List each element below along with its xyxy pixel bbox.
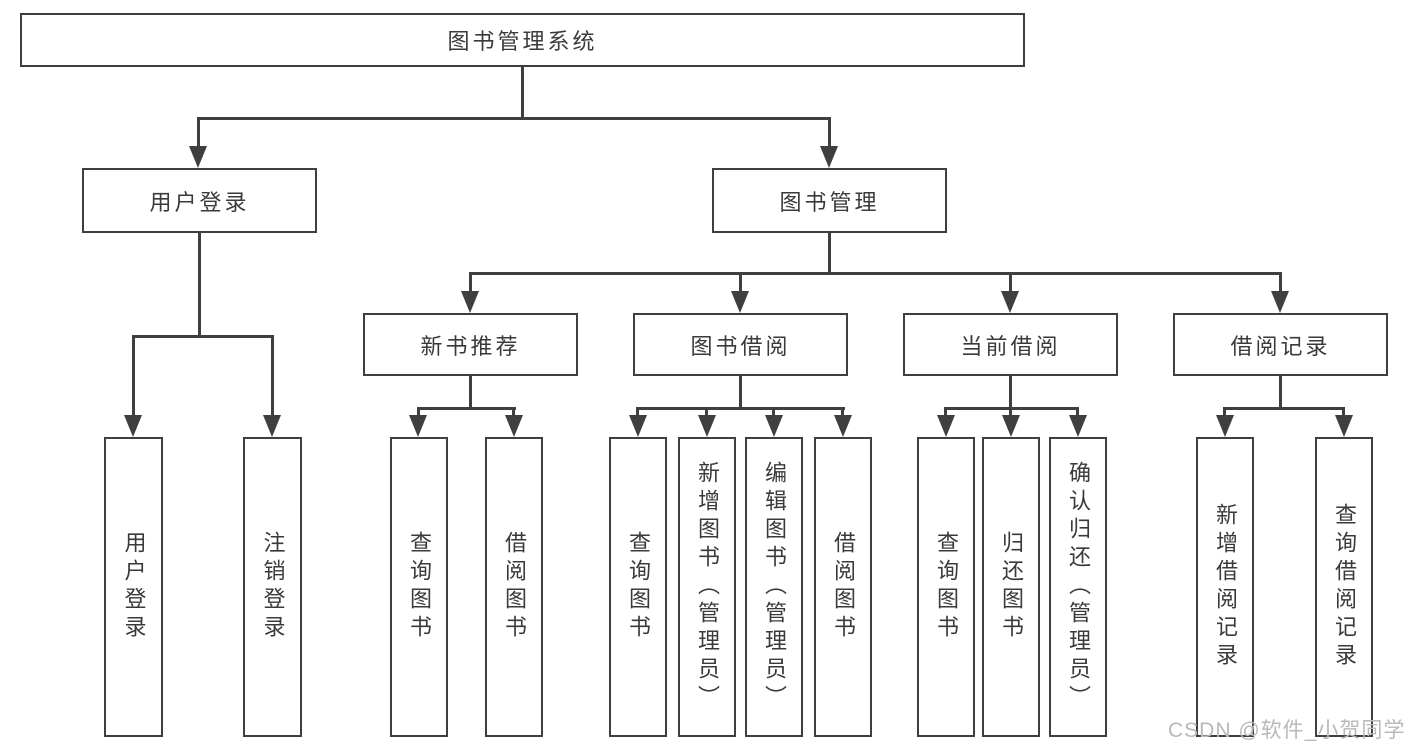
connector-line: [417, 407, 516, 410]
connector-line: [198, 117, 831, 120]
arrow-down-icon: [1002, 415, 1020, 437]
connector-line: [828, 117, 831, 147]
arrow-down-icon: [1271, 291, 1289, 313]
node-query-book-1: 查询图书: [390, 437, 448, 737]
node-label: 查询图书: [407, 531, 432, 643]
arrow-down-icon: [189, 146, 207, 168]
node-new-book-recommend: 新书推荐: [363, 313, 578, 376]
connector-line: [1342, 407, 1345, 417]
connector-line: [1009, 376, 1012, 407]
node-label: 查询图书: [934, 531, 959, 643]
arrow-down-icon: [263, 415, 281, 437]
connector-line: [841, 407, 844, 417]
node-add-borrow-record: 新增借阅记录: [1196, 437, 1254, 737]
node-borrow-book-1: 借阅图书: [485, 437, 543, 737]
connector-line: [705, 407, 708, 417]
node-label: 图书管理系统: [447, 29, 598, 54]
arrow-down-icon: [1216, 415, 1234, 437]
arrow-down-icon: [124, 415, 142, 437]
arrow-down-icon: [834, 415, 852, 437]
node-label: 新增借阅记录: [1213, 503, 1238, 671]
watermark: CSDN @软件_小贺同学: [1168, 719, 1405, 742]
connector-line: [1076, 407, 1079, 417]
node-label: 注销登录: [260, 531, 286, 643]
arrow-down-icon: [629, 415, 647, 437]
node-label: 确认归还（管理员）: [1066, 461, 1091, 713]
connector-line: [1223, 407, 1345, 410]
node-label: 用户登录: [149, 189, 250, 215]
node-borrow-book-2: 借阅图书: [814, 437, 872, 737]
arrow-down-icon: [1069, 415, 1087, 437]
node-label: 图书管理: [779, 189, 880, 215]
connector-line: [512, 407, 515, 417]
node-add-book-admin: 新增图书（管理员）: [678, 437, 736, 737]
arrow-down-icon: [731, 291, 749, 313]
node-label: 查询图书: [626, 531, 651, 643]
connector-line: [198, 233, 201, 335]
node-book-management: 图书管理: [712, 168, 947, 233]
arrow-down-icon: [409, 415, 427, 437]
node-confirm-return-admin: 确认归还（管理员）: [1049, 437, 1107, 737]
connector-line: [1009, 407, 1012, 417]
connector-line: [417, 407, 420, 417]
node-label: 当前借阅: [960, 333, 1061, 359]
connector-line: [1223, 407, 1226, 417]
connector-line: [469, 272, 1282, 275]
node-edit-book-admin: 编辑图书（管理员）: [745, 437, 803, 737]
node-return-book: 归还图书: [982, 437, 1040, 737]
connector-line: [469, 272, 472, 293]
arrow-down-icon: [765, 415, 783, 437]
node-library-management-system: 图书管理系统: [20, 13, 1025, 67]
connector-line: [1279, 376, 1282, 407]
connector-line: [1009, 272, 1012, 293]
node-label: 借阅记录: [1230, 333, 1331, 359]
node-label: 编辑图书（管理员）: [762, 461, 787, 713]
node-query-book-2: 查询图书: [609, 437, 667, 737]
connector-line: [1279, 272, 1282, 293]
connector-line: [132, 335, 135, 415]
connector-line: [944, 407, 947, 417]
arrow-down-icon: [505, 415, 523, 437]
node-borrow-records: 借阅记录: [1173, 313, 1388, 376]
arrow-down-icon: [698, 415, 716, 437]
connector-line: [469, 376, 472, 407]
node-label: 新书推荐: [420, 333, 521, 359]
arrow-down-icon: [1335, 415, 1353, 437]
connector-line: [271, 335, 274, 415]
node-label: 新增图书（管理员）: [695, 461, 720, 713]
connector-line: [828, 233, 831, 272]
connector-line: [636, 407, 845, 410]
arrow-down-icon: [820, 146, 838, 168]
node-label: 图书借阅: [690, 333, 791, 359]
node-user-login-leaf: 用户登录: [104, 437, 163, 737]
node-current-borrow: 当前借阅: [903, 313, 1118, 376]
node-logout: 注销登录: [243, 437, 302, 737]
node-query-book-3: 查询图书: [917, 437, 975, 737]
node-label: 查询借阅记录: [1332, 503, 1357, 671]
connector-line: [197, 117, 200, 147]
connector-line: [739, 376, 742, 407]
arrow-down-icon: [937, 415, 955, 437]
arrow-down-icon: [1001, 291, 1019, 313]
connector-line: [132, 335, 274, 338]
connector-line: [636, 407, 639, 417]
connector-line: [772, 407, 775, 417]
connector-line: [521, 67, 524, 117]
node-label: 借阅图书: [831, 531, 856, 643]
node-user-login: 用户登录: [82, 168, 317, 233]
connector-line: [739, 272, 742, 293]
arrow-down-icon: [461, 291, 479, 313]
node-book-borrow: 图书借阅: [633, 313, 848, 376]
node-query-borrow-record: 查询借阅记录: [1315, 437, 1373, 737]
node-label: 借阅图书: [502, 531, 527, 643]
node-label: 归还图书: [999, 531, 1024, 643]
node-label: 用户登录: [121, 531, 147, 643]
